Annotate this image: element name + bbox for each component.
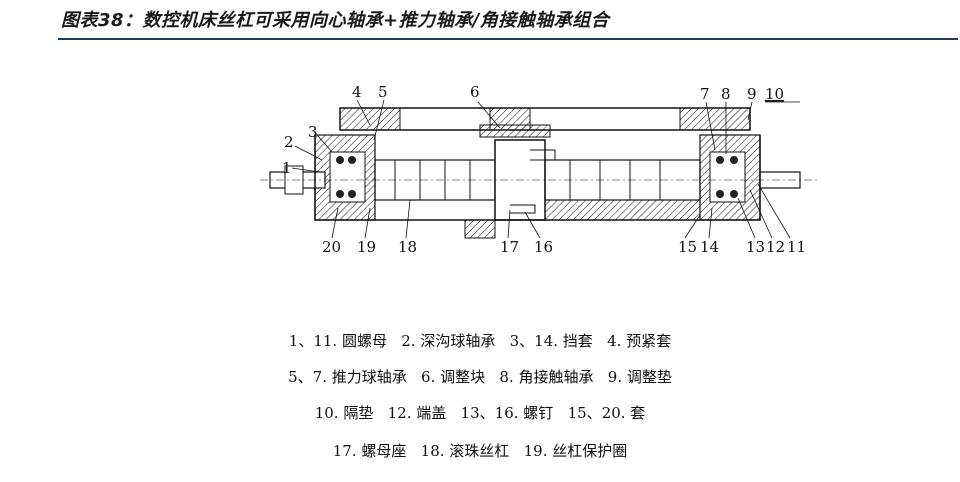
callout-12: 12 (766, 238, 785, 256)
nut-seat (464, 124, 556, 239)
callout-20: 20 (322, 238, 341, 256)
callout-15: 15 (678, 238, 697, 256)
housing-outline (314, 135, 761, 221)
legend-line-3: 10. 隔垫 12. 端盖 13、16. 螺钉 15、20. 套 (314, 404, 646, 422)
callout-5: 5 (378, 83, 388, 101)
assembly-svg: 1 2 3 4 5 6 7 8 9 10 11 12 13 14 15 16 1… (260, 83, 820, 256)
callout-2: 2 (284, 133, 294, 151)
callout-13: 13 (746, 238, 765, 256)
callout-8: 8 (721, 85, 731, 103)
callout-10: 10 (765, 85, 784, 103)
legend-line-1: 1、11. 圆螺母 2. 深沟球轴承 3、14. 挡套 4. 预紧套 (288, 332, 672, 350)
callout-1: 1 (282, 159, 292, 177)
callout-7: 7 (700, 85, 710, 103)
right-bearing-housing (699, 134, 761, 221)
ball-screw-assembly-drawing: 1 2 3 4 5 6 7 8 9 10 11 12 13 14 15 16 1… (260, 80, 820, 260)
legend-line-4: 17. 螺母座 18. 滚珠丝杠 19. 丝杠保护圈 (332, 442, 628, 460)
callout-9: 9 (747, 85, 757, 103)
callout-17: 17 (500, 238, 519, 256)
callout-3: 3 (308, 123, 318, 141)
callout-14: 14 (700, 238, 719, 256)
title-divider (58, 38, 958, 40)
legend-line-2: 5、7. 推力球轴承 6. 调整块 8. 角接触轴承 9. 调整垫 (288, 368, 672, 386)
callout-19: 19 (357, 238, 376, 256)
ball-screw-right (544, 159, 701, 221)
leader-lines (291, 99, 800, 239)
callout-6: 6 (470, 83, 480, 101)
figure-title: 图表38：数控机床丝杠可采用向心轴承+推力轴承/角接触轴承组合 (61, 10, 610, 31)
callout-4: 4 (352, 83, 362, 101)
callout-16: 16 (534, 238, 553, 256)
callout-11: 11 (787, 238, 806, 256)
callout-18: 18 (398, 238, 417, 256)
